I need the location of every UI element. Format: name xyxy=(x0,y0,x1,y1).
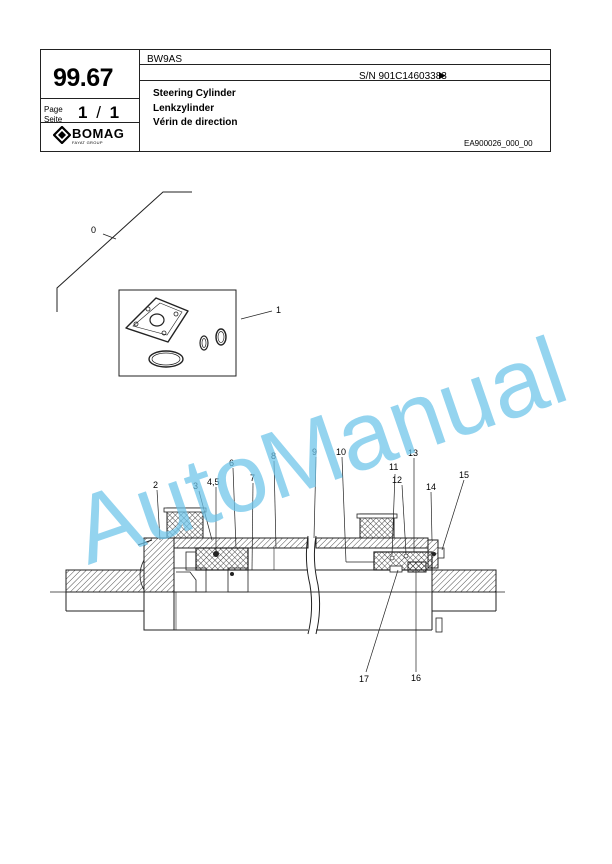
header-divider-model xyxy=(139,64,550,65)
callout-7: 7 xyxy=(250,473,255,483)
page-label: Page Seite xyxy=(44,105,63,125)
callout-0: 0 xyxy=(91,225,96,235)
document-reference: EA900026_000_00 xyxy=(464,139,533,148)
cylinder-right-end xyxy=(431,569,497,633)
serial-arrow-icon: ▶ xyxy=(439,70,446,80)
callout-4-5: 4,5 xyxy=(207,477,220,487)
callout-12: 12 xyxy=(392,475,402,485)
page-total: 1 xyxy=(109,103,120,122)
callout-11: 11 xyxy=(389,462,398,472)
callout-3: 3 xyxy=(193,481,198,491)
piston xyxy=(173,547,249,593)
leader-lines xyxy=(156,456,465,673)
callout-8: 8 xyxy=(271,451,276,461)
page-of: 1 / 1 xyxy=(78,103,119,123)
piston-rod xyxy=(248,548,380,571)
header-divider-page xyxy=(41,122,139,123)
callout-16: 16 xyxy=(411,673,421,683)
title-german: Lenkzylinder xyxy=(153,103,215,114)
cylinder-left-end xyxy=(65,537,175,631)
page-current: 1 xyxy=(78,103,88,122)
callout-labels: 0 1 2 3 4,5 6 7 8 9 10 11 12 13 14 15 16… xyxy=(91,225,469,684)
serial-number: S/N 901C14603383 xyxy=(359,71,447,82)
callout-15: 15 xyxy=(459,470,469,480)
callout-17: 17 xyxy=(359,674,369,684)
guide-bushing xyxy=(373,539,445,573)
header-divider-vertical xyxy=(139,50,140,151)
logo-subtext: FAYAT GROUP xyxy=(72,140,103,145)
callout-2: 2 xyxy=(153,480,158,490)
header-box: 99.67 Page Seite 1 / 1 BOMAG FAYAT GROUP… xyxy=(40,49,551,152)
page-label-en: Page xyxy=(44,105,63,114)
callout-9: 9 xyxy=(312,447,317,457)
header-divider-serial xyxy=(139,80,550,81)
title-french: Vérin de direction xyxy=(153,117,238,128)
logo-text: BOMAG xyxy=(72,126,125,141)
cylinder-ports xyxy=(163,507,398,539)
page-label-de: Seite xyxy=(44,115,63,124)
callout-6: 6 xyxy=(229,458,234,468)
callout-10: 10 xyxy=(336,447,346,457)
model-name: BW9AS xyxy=(147,54,183,65)
seal-kit-box xyxy=(118,289,273,377)
page-separator: / xyxy=(96,103,101,122)
callout-13: 13 xyxy=(408,448,418,458)
bomag-diamond-icon xyxy=(53,126,71,144)
header-divider-pagenum xyxy=(41,98,139,99)
page-number: 99.67 xyxy=(53,64,114,92)
title-english: Steering Cylinder xyxy=(153,88,236,99)
assembly-bracket xyxy=(56,191,192,312)
callout-1: 1 xyxy=(276,305,281,315)
callout-14: 14 xyxy=(426,482,436,492)
